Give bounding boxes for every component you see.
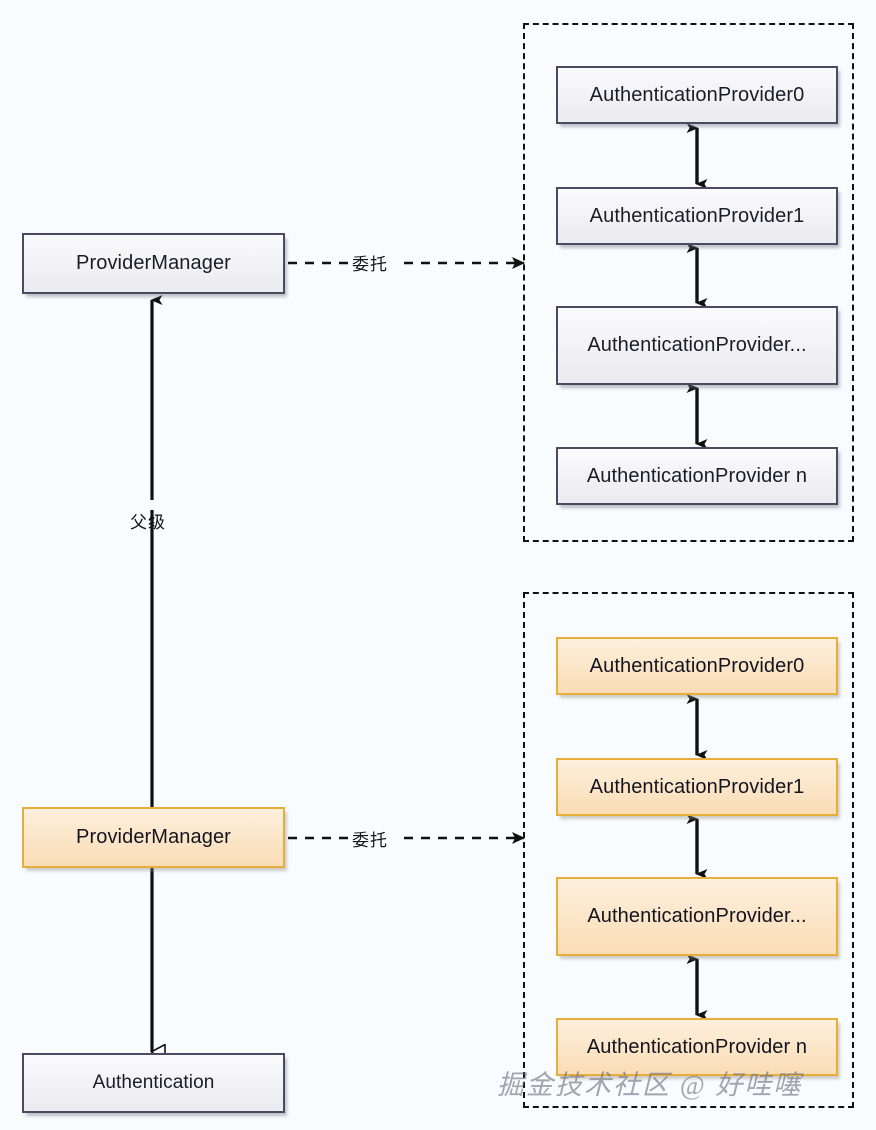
parent-edge-label: 父级	[130, 513, 166, 532]
node-label: AuthenticationProvider1	[589, 775, 805, 798]
top-provider-1[interactable]: AuthenticationProvider1	[556, 187, 838, 245]
node-label: AuthenticationProvider0	[589, 83, 805, 106]
top-provider-group	[523, 23, 854, 542]
node-label: AuthenticationProvider0	[589, 654, 805, 677]
node-label: AuthenticationProvider n	[586, 1035, 808, 1058]
bottom-provider-mid[interactable]: AuthenticationProvider...	[556, 877, 838, 956]
bottom-provider-n[interactable]: AuthenticationProvider n	[556, 1018, 838, 1076]
top-provider-0[interactable]: AuthenticationProvider0	[556, 66, 838, 124]
top-provider-manager[interactable]: ProviderManager	[22, 233, 285, 294]
bottom-provider-manager[interactable]: ProviderManager	[22, 807, 285, 868]
top-delegate-label: 委托	[352, 255, 388, 274]
bottom-provider-1[interactable]: AuthenticationProvider1	[556, 758, 838, 816]
node-label: ProviderManager	[76, 826, 231, 848]
node-label: AuthenticationProvider...	[587, 334, 807, 356]
node-label: AuthenticationProvider n	[586, 464, 808, 487]
bottom-delegate-label: 委托	[352, 831, 388, 850]
node-label: AuthenticationProvider...	[587, 905, 807, 927]
bottom-provider-group	[523, 592, 854, 1108]
watermark-text: 掘金技术社区 @ 好哇噻	[497, 1070, 803, 1100]
top-provider-mid[interactable]: AuthenticationProvider...	[556, 306, 838, 385]
node-label: Authentication	[92, 1072, 215, 1093]
bottom-provider-0[interactable]: AuthenticationProvider0	[556, 637, 838, 695]
authentication-node[interactable]: Authentication	[22, 1053, 285, 1113]
node-label: AuthenticationProvider1	[589, 204, 805, 227]
node-label: ProviderManager	[76, 252, 231, 274]
top-provider-n[interactable]: AuthenticationProvider n	[556, 447, 838, 505]
